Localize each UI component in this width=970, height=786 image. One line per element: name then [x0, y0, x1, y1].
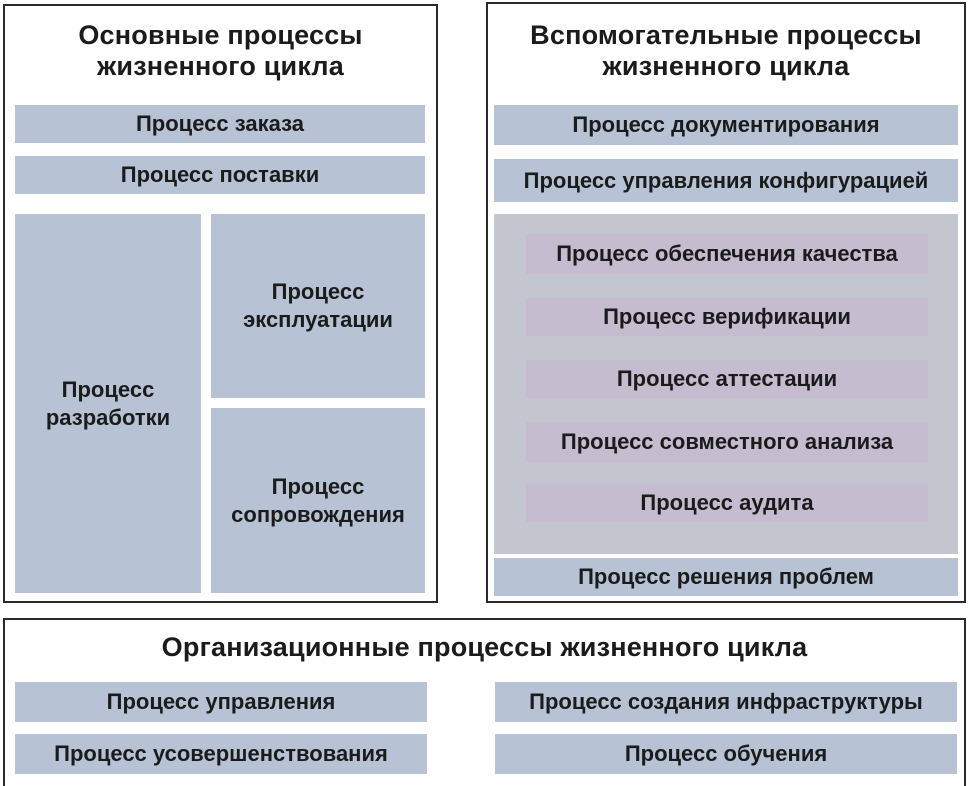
maintenance-process-label: Процесс сопровождения: [231, 473, 405, 527]
configuration-process-label: Процесс управления конфигурацией: [523, 167, 929, 193]
organizational-processes-panel: Организационные процессы жизненного цикл…: [3, 618, 966, 786]
primary-panel-title: Основные процессы жизненного цикла: [5, 20, 436, 82]
documentation-process-box: Процесс документирования: [494, 105, 958, 145]
problem-solving-label: Процесс решения проблем: [578, 564, 874, 589]
verification-box: Процесс верификации: [526, 298, 928, 336]
management-process-box: Процесс управления: [15, 682, 427, 722]
support-panel-title: Вспомогательные процессы жизненного цикл…: [488, 20, 964, 82]
training-process-box: Процесс обучения: [495, 734, 957, 774]
attestation-label: Процесс аттестации: [616, 366, 838, 391]
primary-title-line2: жизненного цикла: [97, 51, 344, 81]
joint-analysis-box: Процесс совместного анализа: [526, 422, 928, 462]
maintenance-process-box: Процесс сопровождения: [211, 408, 425, 593]
improvement-process-box: Процесс усовершенствования: [15, 734, 427, 774]
verification-label: Процесс верификации: [603, 304, 851, 329]
infrastructure-process-box: Процесс создания инфраструктуры: [495, 682, 957, 722]
improvement-process-label: Процесс усовершенствования: [54, 741, 388, 766]
support-title-line1: Вспомогательные процессы: [530, 20, 922, 50]
order-process-label: Процесс заказа: [135, 111, 305, 136]
operation-process-label: Процесс эксплуатации: [243, 279, 393, 332]
management-process-label: Процесс управления: [106, 689, 336, 714]
joint-analysis-label: Процесс совместного анализа: [560, 429, 894, 454]
organizational-panel-title: Организационные процессы жизненного цикл…: [161, 632, 808, 662]
support-title-line2: жизненного цикла: [602, 51, 850, 81]
training-process-label: Процесс обучения: [624, 741, 828, 766]
supporting-processes-panel: Вспомогательные процессы жизненного цикл…: [486, 2, 966, 603]
supply-process-label: Процесс поставки: [120, 162, 320, 187]
audit-label: Процесс аудита: [640, 490, 814, 515]
quality-assurance-box: Процесс обеспечения качества: [526, 234, 928, 274]
audit-box: Процесс аудита: [526, 484, 928, 522]
development-process-box: Процесс разработки: [15, 214, 201, 593]
supply-process-box: Процесс поставки: [15, 156, 425, 194]
documentation-process-label: Процесс документирования: [572, 112, 880, 137]
infrastructure-process-label: Процесс создания инфраструктуры: [529, 689, 923, 714]
order-process-box: Процесс заказа: [15, 105, 425, 143]
attestation-box: Процесс аттестации: [526, 360, 928, 398]
primary-title-line1: Основные процессы: [78, 20, 363, 50]
problem-solving-box: Процесс решения проблем: [494, 558, 958, 596]
primary-processes-panel: Основные процессы жизненного цикла Проце…: [3, 4, 438, 603]
configuration-process-box: Процесс управления конфигурацией: [494, 159, 958, 202]
quality-assurance-label: Процесс обеспечения качества: [556, 241, 898, 266]
operation-process-box: Процесс эксплуатации: [211, 214, 425, 398]
development-process-label: Процесс разработки: [45, 376, 171, 430]
